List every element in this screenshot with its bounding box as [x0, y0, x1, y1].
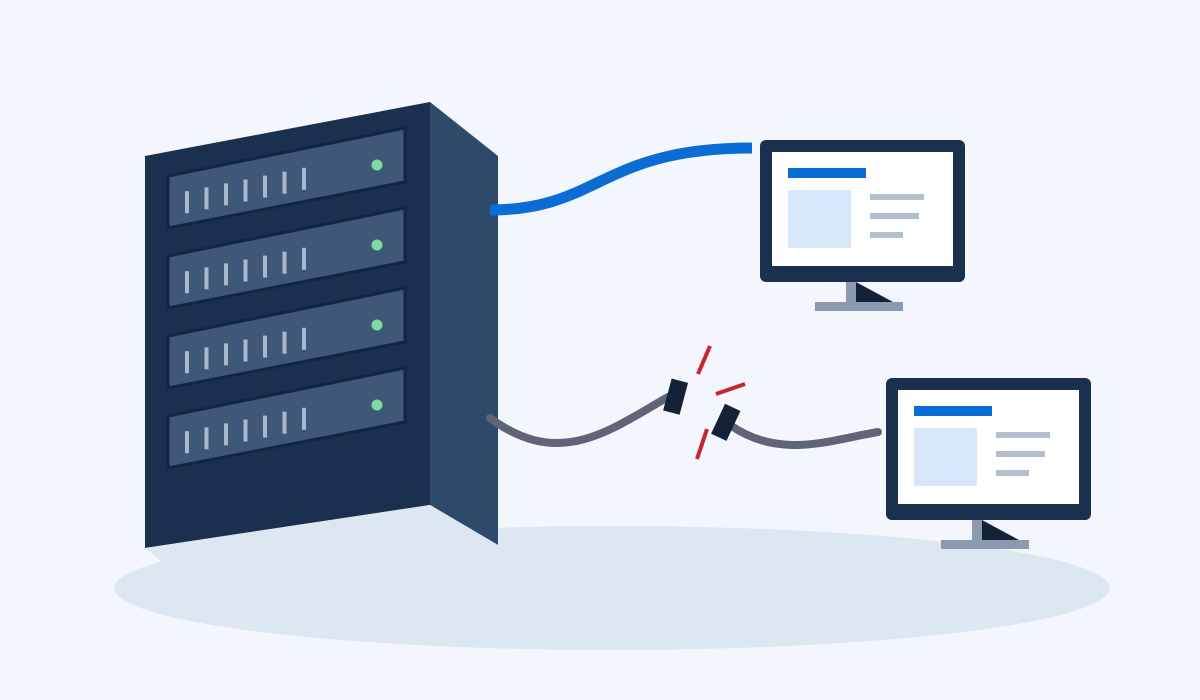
screen-text-line: [996, 451, 1045, 457]
screen-image-block: [914, 428, 977, 486]
vent-slot: [224, 183, 228, 206]
vent-slot: [302, 247, 306, 270]
monitor-stand-neck: [972, 518, 982, 542]
vent-slot: [282, 411, 287, 434]
vent-slot: [282, 331, 287, 354]
monitor-stand-base: [815, 302, 903, 311]
vent-slot: [243, 179, 248, 202]
vent-slot: [302, 167, 306, 190]
vent-slot: [263, 255, 267, 278]
monitor-disconnected: [886, 378, 1091, 549]
cable-connector-left: [663, 378, 689, 415]
vent-slot: [204, 427, 209, 450]
server-side-panel: [430, 102, 498, 545]
vent-slot: [282, 171, 287, 194]
connected-cable: [489, 142, 753, 216]
break-marks: [695, 345, 746, 460]
server-bay: [166, 206, 407, 310]
vent-slot: [224, 423, 228, 446]
screen-header-bar: [788, 168, 866, 178]
server-bay: [166, 366, 407, 470]
vent-slot: [185, 351, 189, 374]
monitor-stand-base: [941, 540, 1029, 549]
vent-slot: [282, 251, 287, 274]
server-base-shadow: [145, 505, 498, 608]
break-mark: [695, 428, 709, 460]
server-rack: [145, 102, 498, 608]
vent-slot: [302, 407, 306, 430]
monitor-stand-shadow: [982, 520, 1019, 540]
cable-connector-right: [711, 403, 741, 441]
disconnected-cable-monitor-end: [726, 421, 882, 449]
status-led: [371, 239, 383, 251]
vent-slot: [204, 187, 209, 210]
vent-slot: [243, 259, 248, 282]
monitor-stand-shadow: [856, 282, 893, 302]
break-mark: [715, 382, 746, 396]
monitor-connected: [760, 140, 965, 311]
status-led: [371, 159, 383, 171]
vent-slot: [185, 191, 189, 214]
monitor-stand-neck: [846, 280, 856, 304]
server-bay: [166, 286, 407, 390]
vent-slot: [243, 339, 248, 362]
screen-text-line: [996, 470, 1029, 476]
vent-slot: [204, 267, 209, 290]
vent-slot: [185, 271, 189, 294]
vent-slot: [263, 335, 267, 358]
vent-slot: [224, 263, 228, 286]
vent-slot: [263, 175, 267, 198]
disconnected-cable-server-end: [486, 393, 672, 447]
vent-slot: [185, 431, 189, 454]
vent-slot: [204, 347, 209, 370]
vent-slot: [263, 415, 267, 438]
screen-text-line: [870, 232, 903, 238]
screen-image-block: [788, 190, 851, 248]
screen-text-line: [996, 432, 1050, 438]
break-mark: [696, 345, 712, 375]
status-led: [371, 319, 383, 331]
vent-slot: [243, 419, 248, 442]
screen-header-bar: [914, 406, 992, 416]
screen-text-line: [870, 194, 924, 200]
screen-text-line: [870, 213, 919, 219]
vent-slot: [224, 343, 228, 366]
status-led: [371, 399, 383, 411]
server-bay: [166, 126, 407, 230]
server-bays: [166, 126, 407, 470]
vent-slot: [302, 327, 306, 350]
